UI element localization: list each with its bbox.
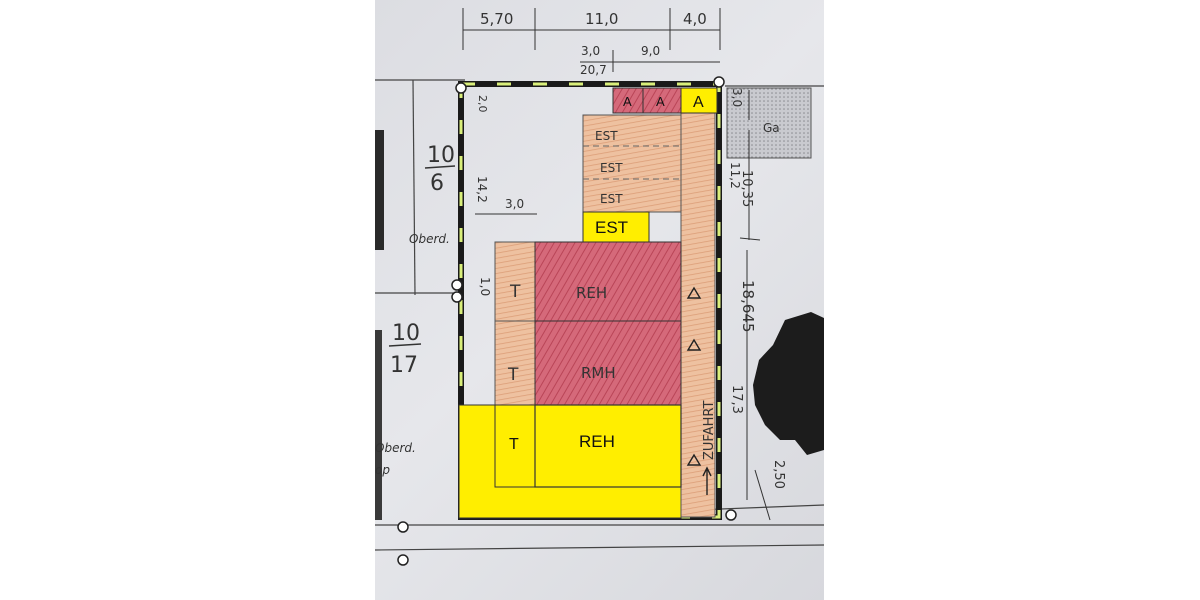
neighbor-building-strip-lower bbox=[375, 330, 382, 520]
note-op: op bbox=[375, 463, 390, 477]
dim-right-mid-a: 11,2 bbox=[728, 162, 742, 189]
dimension-lines bbox=[462, 8, 771, 521]
unit-rmh bbox=[534, 320, 682, 406]
boundary-marker bbox=[397, 554, 409, 566]
dim-top-1: 5,70 bbox=[480, 10, 513, 28]
parcel-lower-sub: 17 bbox=[390, 353, 418, 378]
dim-sub-top-1: 3,0 bbox=[581, 44, 600, 58]
label-t-3: T bbox=[509, 436, 519, 453]
dim-left-margin: 2,0 bbox=[476, 95, 489, 113]
dim-left-len: 14,2 bbox=[475, 176, 489, 203]
unit-est-yellow bbox=[582, 211, 650, 243]
boundary-marker bbox=[713, 76, 725, 88]
dim-right-mid-b: 10,35 bbox=[739, 170, 754, 207]
label-zufahrt: ZUFAHRT bbox=[702, 401, 717, 460]
unit-reh-bottom bbox=[534, 404, 682, 488]
boundary-marker bbox=[725, 509, 737, 521]
label-reh-top: REH bbox=[576, 284, 607, 302]
unit-t-3 bbox=[494, 404, 536, 488]
dim-sub-top-2: 9,0 bbox=[641, 44, 660, 58]
neighbor-building-dark bbox=[753, 312, 824, 455]
parcel-upper-num: 10 bbox=[427, 143, 455, 168]
dim-top-3: 4,0 bbox=[683, 10, 707, 28]
label-est-3: EST bbox=[600, 192, 623, 206]
label-rmh: RMH bbox=[581, 364, 616, 382]
note-oberd-upper: Oberd. bbox=[409, 232, 450, 246]
boundary-marker bbox=[455, 82, 467, 94]
garage-block bbox=[726, 87, 812, 159]
unit-reh-top bbox=[534, 241, 682, 322]
boundary-marker bbox=[397, 521, 409, 533]
label-reh-bottom: REH bbox=[579, 432, 615, 451]
label-a-3: A bbox=[693, 94, 704, 111]
dim-left-gap: 1,0 bbox=[478, 277, 492, 296]
t-column bbox=[494, 241, 536, 406]
label-a-1: A bbox=[623, 94, 632, 109]
site-plan-photo: Ga A A A EST EST EST EST T T T bbox=[375, 0, 824, 600]
dim-sub-total: 20,7 bbox=[580, 63, 607, 77]
unit-a-1 bbox=[612, 87, 644, 114]
label-t-2: T bbox=[507, 365, 519, 385]
dim-right-lower: 17,3 bbox=[729, 385, 744, 414]
driveway-zufahrt bbox=[680, 111, 716, 518]
label-est-1: EST bbox=[595, 129, 618, 143]
est-block bbox=[582, 114, 682, 213]
label-est-yellow: EST bbox=[595, 218, 628, 237]
parcel-upper-sub: 6 bbox=[430, 171, 444, 196]
label-est-2: EST bbox=[600, 161, 623, 175]
garage-label: Ga bbox=[763, 121, 780, 135]
dim-right-long: 18,645 bbox=[739, 280, 757, 333]
site-plan: Ga A A A EST EST EST EST T T T bbox=[375, 8, 824, 566]
dim-right-top: 3,0 bbox=[730, 88, 744, 107]
dim-top-2: 11,0 bbox=[585, 10, 618, 28]
driveway-arrows bbox=[686, 286, 712, 495]
unit-a-3 bbox=[680, 87, 718, 114]
dim-right-bottom: 2,50 bbox=[771, 460, 786, 489]
dim-inner-offset: 3,0 bbox=[505, 197, 524, 211]
label-a-2: A bbox=[656, 94, 665, 109]
label-t-1: T bbox=[509, 282, 521, 302]
parcel-lower-num: 10 bbox=[392, 321, 420, 346]
boundary-marker bbox=[451, 291, 463, 303]
note-oberd-lower: Oberd. bbox=[375, 441, 416, 455]
boundary-marker bbox=[451, 279, 463, 291]
neighbor-building-strip bbox=[375, 130, 384, 250]
